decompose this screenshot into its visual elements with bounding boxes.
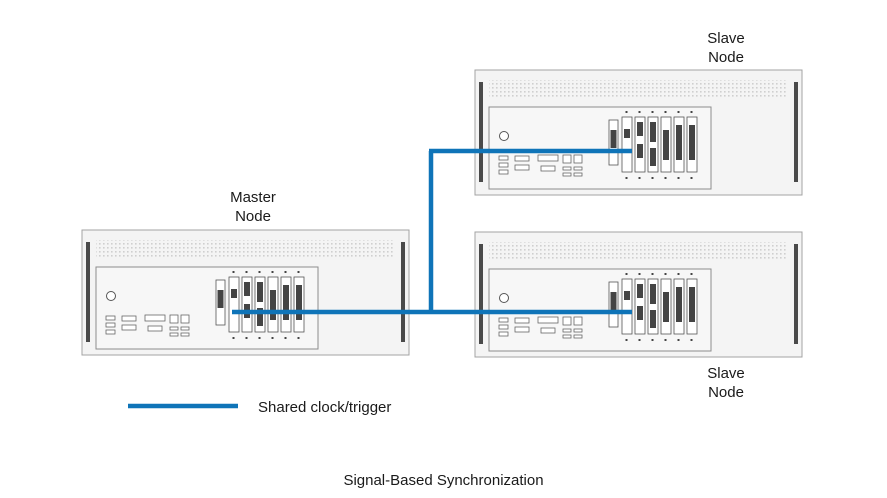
shared-clock-trigger-lines bbox=[232, 148, 632, 315]
master-node-label: Master Node bbox=[208, 188, 298, 226]
legend-label: Shared clock/trigger bbox=[258, 399, 392, 416]
master-node-chassis bbox=[81, 229, 410, 356]
slave-node-bottom-label: Slave Node bbox=[681, 364, 771, 402]
slave-node-bottom-label-line1: Slave bbox=[707, 365, 745, 382]
master-node-label-line1: Master bbox=[230, 189, 276, 206]
slave-node-top-chassis bbox=[474, 69, 803, 196]
slave-node-top-label: Slave Node bbox=[681, 29, 771, 67]
slave-node-top-label-line1: Slave bbox=[707, 30, 745, 47]
slave-node-bottom-label-line2: Node bbox=[708, 384, 744, 401]
slave-node-top-label-line2: Node bbox=[708, 49, 744, 66]
slave-node-bottom-chassis bbox=[474, 231, 803, 358]
master-node-label-line2: Node bbox=[235, 208, 271, 225]
diagram-caption: Signal-Based Synchronization bbox=[343, 472, 544, 489]
